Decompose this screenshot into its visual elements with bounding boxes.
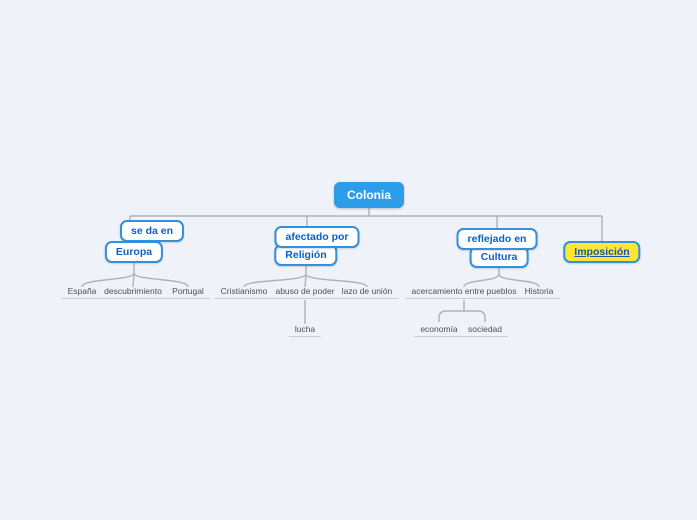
subtopic-espana[interactable]: España: [61, 286, 103, 299]
link-topic-imposicion[interactable]: Imposición: [563, 241, 641, 263]
subtopic-lazo-de-union[interactable]: lazo de unión: [335, 286, 399, 299]
subtopic-economia[interactable]: economía: [414, 324, 464, 337]
subtopic-sociedad[interactable]: sociedad: [461, 324, 509, 337]
subtopic-historia[interactable]: Historia: [518, 286, 560, 299]
subtopic-cristianismo[interactable]: Cristianismo: [214, 286, 274, 299]
relation-node-reflejado-en[interactable]: reflejado en: [456, 228, 538, 250]
subtopic-abuso-de-poder[interactable]: abuso de poder: [269, 286, 341, 299]
root-topic-colonia[interactable]: Colonia: [334, 182, 404, 208]
relation-node-se-da-en[interactable]: se da en: [119, 220, 185, 242]
subtopic-descubrimiento[interactable]: descubrimiento: [98, 286, 168, 299]
subtopic-lucha[interactable]: lucha: [288, 324, 322, 337]
topic-node-europa[interactable]: Europa: [104, 241, 164, 263]
subtopic-acercamiento-entre-pueblos[interactable]: acercamiento entre pueblos: [405, 286, 523, 299]
subtopic-portugal[interactable]: Portugal: [166, 286, 210, 299]
relation-node-afectado-por[interactable]: afectado por: [274, 226, 360, 248]
